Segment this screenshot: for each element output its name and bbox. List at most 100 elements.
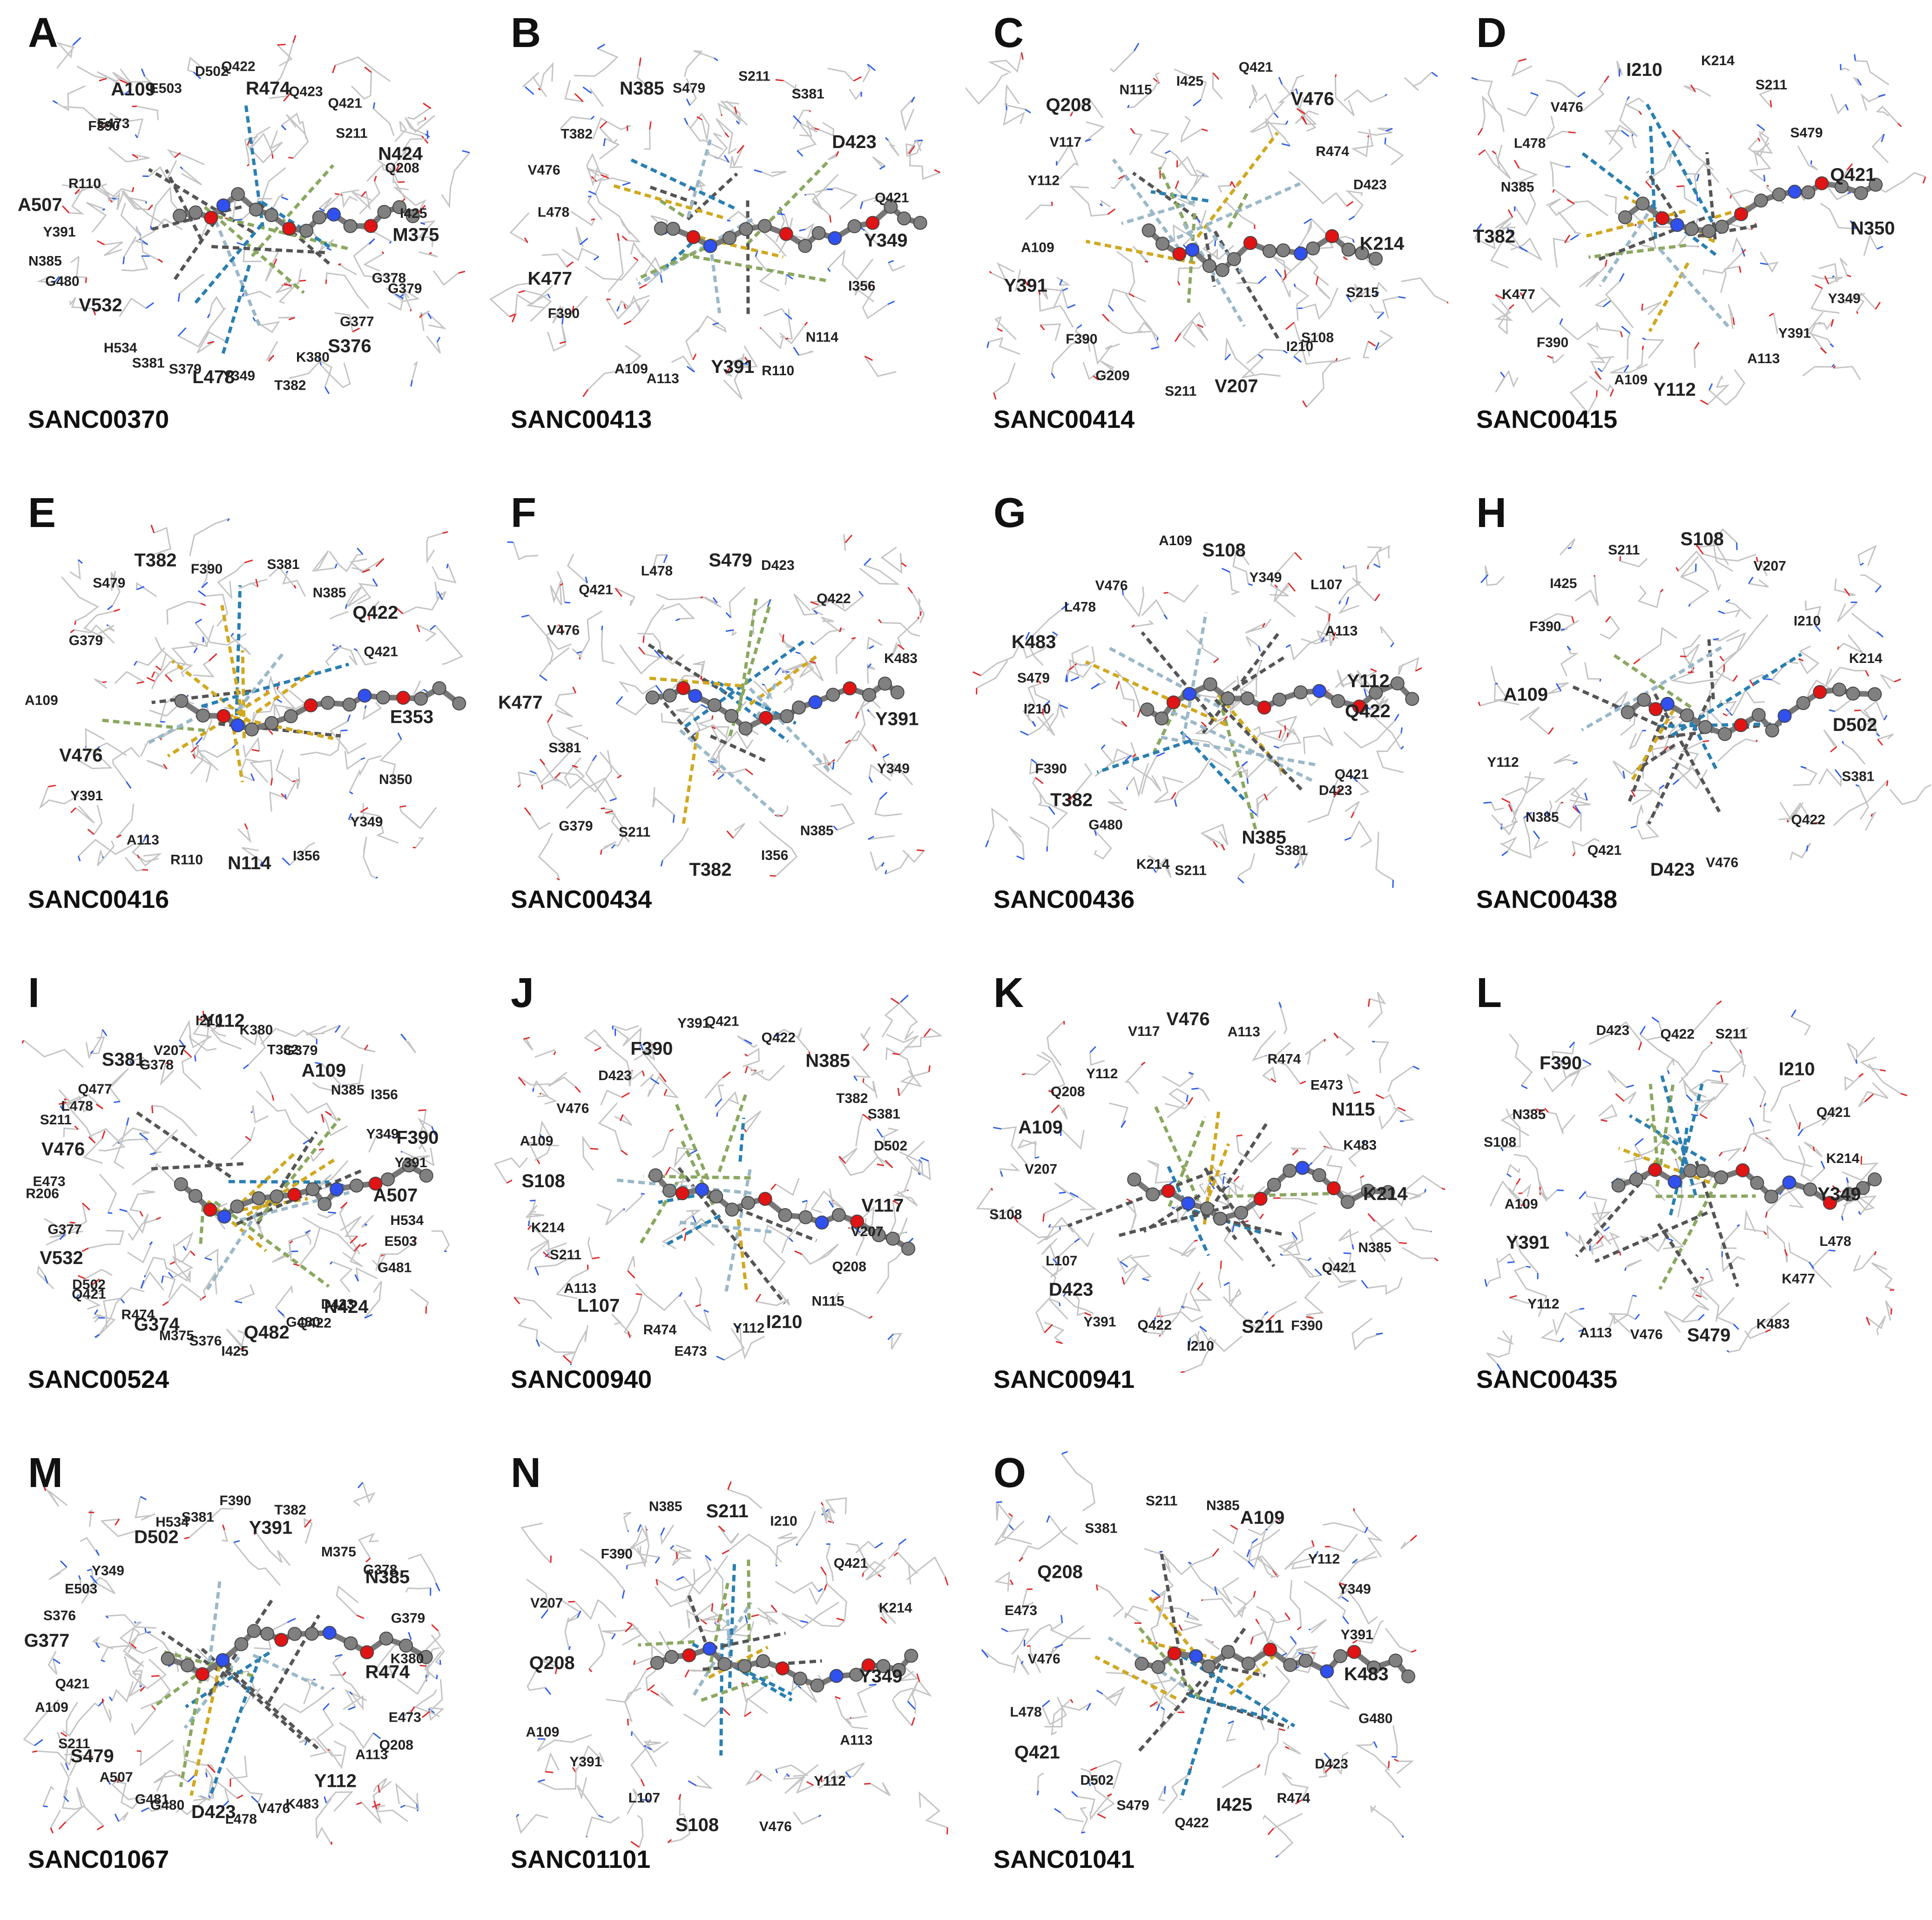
residue-wireframe [23,1482,445,1845]
residue-stick [402,592,443,615]
ligand-atom [260,1627,275,1641]
atom-bond [1603,75,1609,83]
atom-bond [168,1272,174,1278]
residue-stick [285,114,309,159]
atom-bond [1696,174,1700,182]
residue-stick [1843,743,1866,765]
residue-stick [1604,130,1623,162]
residue-stick [1647,1021,1664,1041]
ligand-atom [759,710,773,725]
interaction-dashed-line [206,1200,267,1252]
residue-stick [1200,824,1229,845]
residue-stick [417,624,437,642]
residue-stick [547,722,570,747]
residue-stick [684,50,715,77]
residue-stick [637,633,662,659]
residue-stick [695,724,730,739]
residue-stick [640,1074,654,1087]
atom-bond [1619,1251,1621,1256]
residue-label: R206 [26,1186,59,1202]
residue-stick [1053,287,1068,309]
atom-bond [1099,203,1103,207]
residue-stick [696,1775,713,1789]
residue-label: F390 [1529,619,1561,635]
atom-bond [74,621,76,625]
residue-label: K483 [1012,632,1056,652]
residue-stick [1043,1198,1073,1214]
atom-bond [1070,112,1073,117]
atom-bond [716,1355,725,1361]
residue-label: Y349 [1249,570,1282,585]
atom-bond [655,685,663,694]
interaction-dashed-line [1669,1082,1704,1216]
residue-label: N115 [1120,82,1152,98]
atom-bond [235,1300,243,1304]
residue-stick [1229,572,1241,595]
residue-label: G379 [559,818,593,834]
residue-stick [1236,281,1259,284]
atom-bond [989,270,992,274]
ligand-atom [1629,1172,1643,1186]
residue-stick [991,262,1015,282]
residue-stick [1144,1548,1213,1575]
residue-stick [526,1578,549,1610]
residue-stick [341,195,358,209]
residue-stick [549,581,562,606]
atom-bond [133,661,137,666]
residue-stick [103,241,123,257]
interaction-dashed-line [267,1614,321,1703]
residue-label: E503 [385,1234,417,1249]
residue-stick [121,190,149,211]
atom-bond [617,233,620,241]
residue-stick [1353,1511,1384,1558]
residue-label: D502 [134,1527,179,1548]
residue-stick [1509,1297,1537,1304]
atom-bond [773,1034,782,1037]
residue-stick [514,285,554,314]
residue-label: I210 [766,1312,803,1332]
residue-stick [1585,1191,1608,1223]
residue-stick [1825,666,1866,686]
atom-bond [827,268,831,272]
atom-bond [1699,1113,1708,1119]
interaction-dashed-line [686,1593,707,1643]
residue-stick [65,1787,86,1823]
atom-bond [603,138,606,147]
atom-bond [1351,811,1355,818]
atom-bond [124,88,132,95]
residue-stick [135,226,163,263]
residue-stick [1245,618,1272,634]
atom-bond [836,1617,845,1622]
residue-stick [1108,789,1126,811]
residue-stick [1404,72,1432,91]
atom-bond [892,1200,900,1205]
residue-stick [68,1203,87,1234]
atom-bond [1059,704,1068,710]
atom-bond [1577,91,1586,98]
residue-stick [618,681,656,695]
atom-bond [141,68,146,77]
atom-bond [640,1044,644,1051]
residue-stick [669,675,701,692]
residue-stick [1591,1211,1612,1232]
residue-stick [527,1225,550,1270]
atom-bond [342,1671,346,1676]
residue-stick [1732,237,1743,252]
residue-stick [1548,1111,1576,1134]
atom-bond [1765,1137,1769,1140]
atom-bond [539,758,546,765]
residue-stick [1007,1628,1030,1655]
residue-stick [1820,203,1856,230]
residue-stick [1858,1082,1889,1107]
atom-bond [318,1148,324,1151]
atom-bond [1351,1558,1358,1564]
residue-stick [136,581,157,597]
ligand-atom [161,1651,175,1666]
residue-stick [1744,1209,1764,1232]
residue-label: A109 [1240,1508,1285,1528]
residue-stick [1603,1231,1621,1252]
atom-bond [1020,1661,1024,1664]
atom-bond [574,93,584,102]
atom-bond [1160,1706,1165,1710]
